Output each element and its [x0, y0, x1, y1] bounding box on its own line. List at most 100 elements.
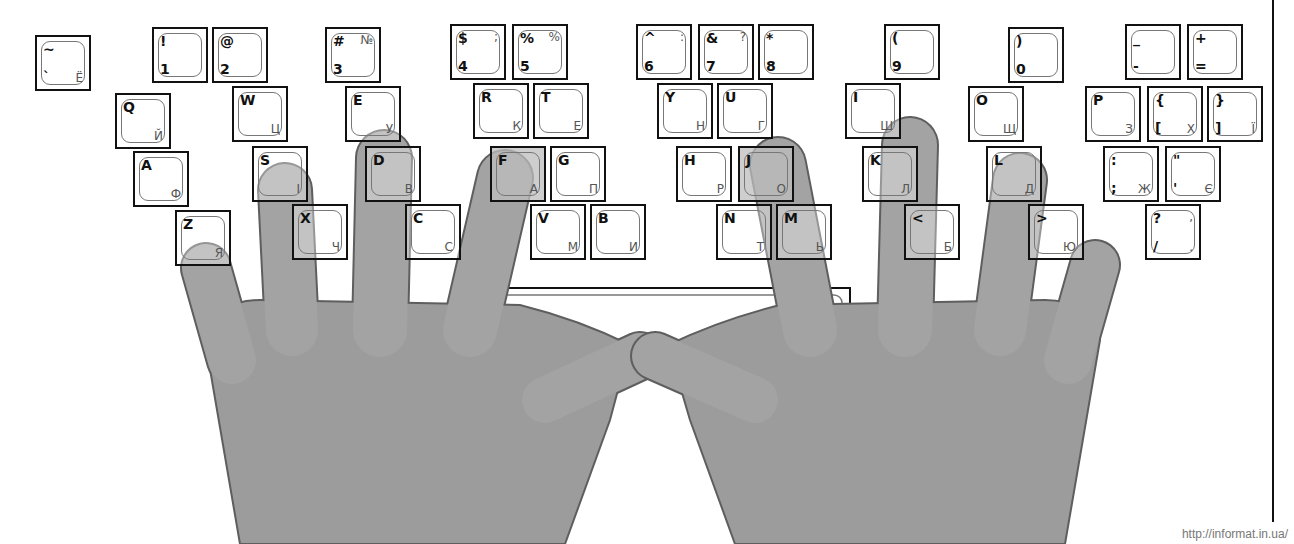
- left-hand: [205, 158, 640, 544]
- keyboard-key: NТ: [716, 204, 772, 260]
- keyboard-key: ZЯ: [175, 210, 231, 266]
- key-label: <: [912, 211, 924, 225]
- key-sublabel: Е: [573, 120, 581, 132]
- key-label: 1: [160, 62, 170, 76]
- keyboard-key: SІ: [252, 146, 308, 202]
- keyboard-key: FА: [490, 146, 546, 202]
- key-sublabel: Ё: [75, 72, 83, 84]
- key-label: ": [1173, 153, 1180, 167]
- keyboard-key: " ' Є: [1165, 146, 1221, 202]
- key-sublabel: Ф: [171, 188, 181, 200]
- key-sublabel: Ц: [271, 123, 280, 135]
- key-label: -: [1133, 59, 1139, 73]
- key-label: P: [1093, 93, 1103, 107]
- watermark: http://informat.in.ua/: [1182, 527, 1288, 541]
- key-sublabel: Б: [944, 241, 952, 253]
- key-label: [: [1155, 121, 1161, 135]
- key-sublabel: Є: [1205, 183, 1213, 195]
- key-sublabel: %: [549, 31, 560, 43]
- keyboard-key: {[Х: [1147, 86, 1203, 142]
- key-label: F: [498, 153, 508, 167]
- key-label: ): [1016, 34, 1022, 48]
- key-label: H: [684, 153, 696, 167]
- keyboard-key: RК: [473, 83, 529, 139]
- keyboard-key: *8: [758, 24, 814, 80]
- keyboard-key: #№3: [325, 27, 381, 83]
- keyboard-key: ^:6: [636, 24, 692, 80]
- key-label: J: [746, 153, 751, 167]
- key-label: 7: [706, 59, 716, 73]
- keyboard-key: GП: [550, 146, 606, 202]
- keyboard-key: QЙ: [115, 93, 171, 149]
- key-sublabel: Щ: [1003, 123, 1016, 135]
- key-sublabel: И: [629, 241, 638, 253]
- right-hand: [655, 145, 1100, 544]
- key-label: Y: [665, 90, 675, 104]
- keyboard-key: PЗ: [1085, 86, 1141, 142]
- key-label: S: [260, 153, 270, 167]
- key-label: =: [1195, 59, 1207, 73]
- key-label: G: [558, 153, 570, 167]
- key-sublabel: Ж: [1138, 183, 1151, 195]
- key-sublabel: М: [568, 241, 578, 253]
- keyboard-key: _-: [1125, 24, 1181, 80]
- key-sublabel: У: [386, 123, 393, 135]
- key-sublabel: Д: [1025, 183, 1034, 195]
- keyboard-key: CС: [405, 204, 461, 260]
- keyboard-key: LД: [986, 146, 1042, 202]
- keyboard-key: DВ: [365, 146, 421, 202]
- key-label: _: [1133, 31, 1140, 45]
- key-label: 6: [644, 59, 654, 73]
- keyboard-key: YН: [657, 83, 713, 139]
- key-label: %: [520, 31, 534, 45]
- key-sublabel: №: [361, 34, 373, 46]
- key-label: $: [458, 31, 468, 45]
- key-sublabel: Г: [758, 120, 765, 132]
- key-label: {: [1155, 93, 1165, 107]
- key-label: D: [373, 153, 385, 167]
- key-sublabel: ;: [494, 31, 498, 43]
- key-label: O: [976, 93, 988, 107]
- key-label: W: [240, 93, 255, 107]
- keyboard-key: }]Ї: [1207, 86, 1263, 142]
- key-sublabel: Т: [757, 241, 764, 253]
- keyboard-key: WЦ: [232, 86, 288, 142]
- key-label: M: [784, 211, 798, 225]
- key-sublabel: Н: [696, 120, 705, 132]
- key-sublabel: Ш: [880, 120, 893, 132]
- keyboard-key: JО: [738, 146, 794, 202]
- key-sublabel: .: [1189, 241, 1193, 253]
- key-label: &: [706, 31, 718, 45]
- keyboard-key: (9: [884, 24, 940, 80]
- key-label: 3: [333, 62, 343, 76]
- keyboard-key: )0: [1008, 27, 1064, 83]
- keyboard-key: @2: [212, 27, 268, 83]
- keyboard-key: VМ: [530, 204, 586, 260]
- key-label: >: [1036, 211, 1048, 225]
- key-label: 8: [766, 59, 776, 73]
- key-label: +: [1195, 31, 1207, 45]
- key-label: (: [892, 31, 898, 45]
- keyboard-key: &?7: [698, 24, 754, 80]
- key-label: ~: [43, 42, 55, 56]
- key-sublabel: П: [589, 183, 598, 195]
- key-label: 0: [1016, 62, 1026, 76]
- key-label: ': [1173, 181, 1177, 195]
- key-sublabel: Ї: [1251, 123, 1255, 135]
- key-sublabel: А: [530, 183, 538, 195]
- keyboard-key: MЬ: [776, 204, 832, 260]
- key-sublabel: К: [512, 120, 521, 132]
- key-sublabel: Р: [717, 183, 724, 195]
- key-label: C: [413, 211, 423, 225]
- key-label: 4: [458, 59, 468, 73]
- keyboard-key: ~`Ё: [35, 35, 91, 91]
- key-sublabel: Ь: [816, 241, 824, 253]
- keyboard-key: >Ю: [1028, 204, 1084, 260]
- keyboard-key: BИ: [590, 204, 646, 260]
- keyboard-key: ?,/.: [1145, 204, 1201, 260]
- key-sublabel: :: [680, 31, 684, 43]
- frame-line: [1272, 0, 1274, 522]
- key-label: :: [1111, 153, 1117, 167]
- key-label: B: [598, 211, 609, 225]
- key-label: 5: [520, 59, 530, 73]
